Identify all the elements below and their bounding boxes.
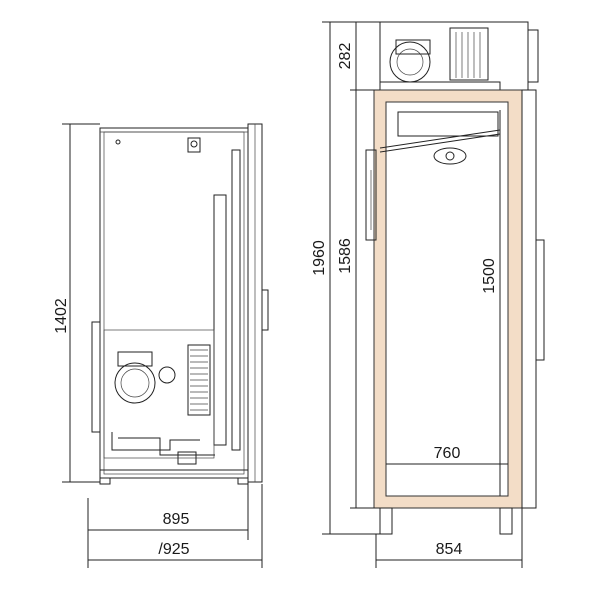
cabinet-interior <box>385 101 509 497</box>
dim-inner-width: 760 <box>434 445 461 462</box>
side-compressor-bracket <box>91 321 101 433</box>
dim-total-height: 1960 <box>311 240 328 276</box>
door-handle <box>535 239 545 361</box>
dim-left-width-inner: 895 <box>163 511 190 528</box>
dim-left-height: 1402 <box>53 298 70 334</box>
side-handle <box>261 289 269 331</box>
compressor <box>114 362 156 404</box>
sensor-tube <box>365 149 377 241</box>
condenser-coil <box>187 344 211 416</box>
side-view: 1402 895 /925 <box>53 123 269 568</box>
dim-width: 854 <box>436 541 463 558</box>
foot-left <box>379 507 393 535</box>
dim-unit-height: 282 <box>337 43 354 70</box>
dim-cabinet-height: 1586 <box>337 238 354 274</box>
dim-inner-height: 1500 <box>481 258 498 294</box>
side-body-inner <box>103 131 245 475</box>
front-view: 1960 282 1586 1500 760 854 <box>311 21 545 568</box>
fan-motor <box>158 366 176 384</box>
side-rail <box>213 194 227 446</box>
door <box>521 89 537 509</box>
foot-right <box>499 507 513 535</box>
side-rail-2 <box>231 149 241 451</box>
evaporator-fan <box>433 147 467 165</box>
dim-left-width-outer: /925 <box>158 541 189 558</box>
